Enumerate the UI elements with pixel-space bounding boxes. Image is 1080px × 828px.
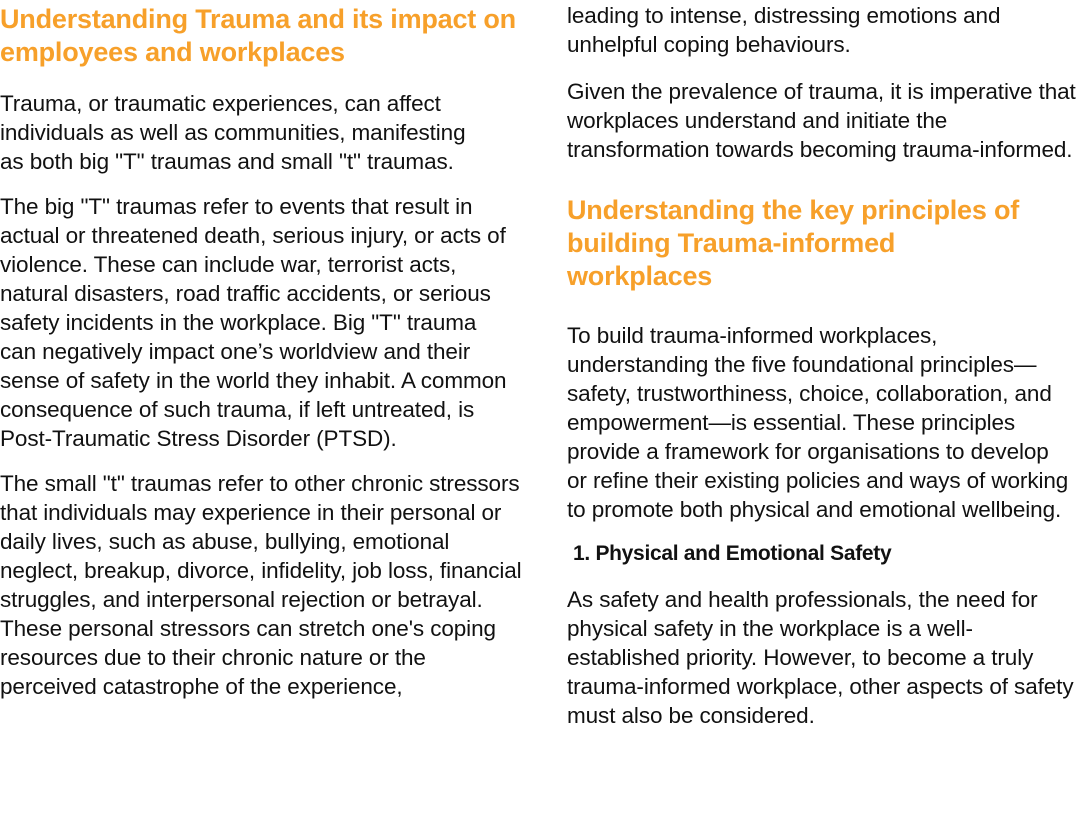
paragraph-trauma-intro: Trauma, or traumatic experiences, can af… xyxy=(0,91,466,174)
paragraph-safety: As safety and health professionals, the … xyxy=(567,587,1074,728)
paragraph-principles: To build trauma-informed workplaces, und… xyxy=(567,323,1069,522)
left-column: Understanding Trauma and its impact on e… xyxy=(0,0,530,701)
subheading-physical-emotional-safety: 1. Physical and Emotional Safety xyxy=(573,542,892,565)
section-heading-trauma-impact: Understanding Trauma and its impact on e… xyxy=(0,4,516,67)
paragraph-continuation: leading to intense, distressing emotions… xyxy=(567,3,1001,57)
paragraph-prevalence: Given the prevalence of trauma, it is im… xyxy=(567,79,1076,162)
right-column: leading to intense, distressing emotions… xyxy=(567,0,1080,730)
section-heading-key-principles: Understanding the key principles of buil… xyxy=(567,195,1020,291)
paragraph-big-t: The big "T" traumas refer to events that… xyxy=(0,194,507,451)
paragraph-small-t: The small "t" traumas refer to other chr… xyxy=(0,471,522,699)
